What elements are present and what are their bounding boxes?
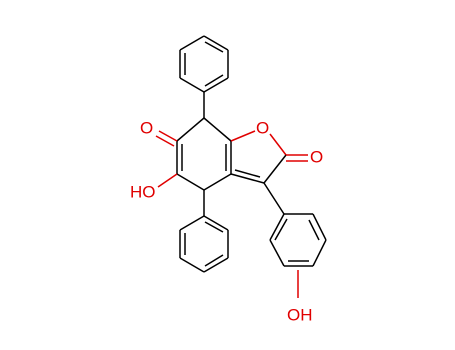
phenol-hydroxyl-label: OH (287, 306, 313, 325)
lower-phenyl-ring (179, 215, 229, 273)
enol-hydroxyl-bond (157, 173, 178, 188)
lactone-carbonyl (286, 154, 308, 162)
furanone-ring (230, 130, 287, 184)
top-phenyl-ring (179, 35, 229, 93)
enol-hydroxyl-label: HO (130, 183, 156, 202)
ring-oxygen-label: O (256, 119, 269, 138)
quinone-ring (176, 92, 232, 191)
lactone-oxygen-label: O (310, 148, 323, 167)
ketone-group (155, 130, 178, 147)
hydroxyphenyl-ring (269, 213, 327, 267)
ketone-oxygen-label: O (140, 119, 153, 138)
hydroxyphenyl-link (263, 182, 285, 215)
